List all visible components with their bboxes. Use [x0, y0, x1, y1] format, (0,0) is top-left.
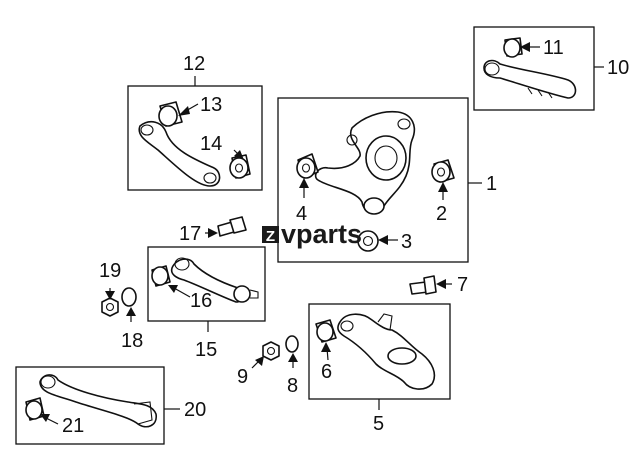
callout-20: 20 [184, 399, 206, 421]
nut-9 [262, 341, 280, 361]
watermark-logo-letter: Z [266, 228, 275, 245]
nut-3 [357, 230, 379, 252]
nut-19 [101, 297, 119, 317]
callout-5: 5 [373, 413, 384, 435]
callout-8: 8 [287, 375, 298, 397]
callout-12: 12 [183, 53, 205, 75]
bushing-21 [25, 397, 45, 421]
bushing-2 [431, 159, 455, 183]
callout-14: 14 [200, 133, 222, 155]
watermark-logo: Z vparts [262, 219, 362, 249]
bushing-13 [158, 101, 183, 127]
upper-control-arm [138, 120, 221, 187]
group-box-15 [147, 246, 266, 322]
callout-4: 4 [296, 203, 307, 225]
trailing-arm-20 [39, 374, 157, 428]
callout-18: 18 [121, 330, 143, 352]
group-box-20 [15, 366, 165, 445]
callout-13: 13 [200, 94, 222, 116]
lower-control-arm [337, 313, 436, 390]
callout-9: 9 [237, 366, 248, 388]
leader-lines [40, 42, 604, 425]
callout-3: 3 [401, 231, 412, 253]
callout-2: 2 [436, 203, 447, 225]
trailing-arm-10 [483, 59, 577, 99]
callout-6: 6 [321, 361, 332, 383]
callout-16: 16 [190, 290, 212, 312]
callout-21: 21 [62, 415, 84, 437]
bushing-4 [296, 153, 319, 179]
callout-1: 1 [486, 173, 497, 195]
callout-10: 10 [607, 57, 629, 79]
washer-8 [285, 335, 299, 353]
callout-15: 15 [195, 339, 217, 361]
bushing-6 [315, 319, 337, 343]
bushing-16 [151, 265, 171, 287]
callout-11: 11 [543, 37, 564, 59]
watermark-text: vparts [281, 219, 362, 249]
knuckle [314, 110, 416, 215]
bolt-17 [217, 216, 247, 237]
callout-17: 17 [179, 223, 201, 245]
group-box-1 [277, 97, 469, 263]
callout-7: 7 [457, 274, 468, 296]
group-box-10 [473, 26, 595, 111]
bushing-14 [229, 154, 251, 179]
washer-18 [121, 287, 137, 307]
bolt-7 [409, 275, 437, 295]
bushing-11 [503, 37, 523, 58]
toe-link-15 [170, 257, 259, 303]
callout-19: 19 [99, 260, 121, 282]
